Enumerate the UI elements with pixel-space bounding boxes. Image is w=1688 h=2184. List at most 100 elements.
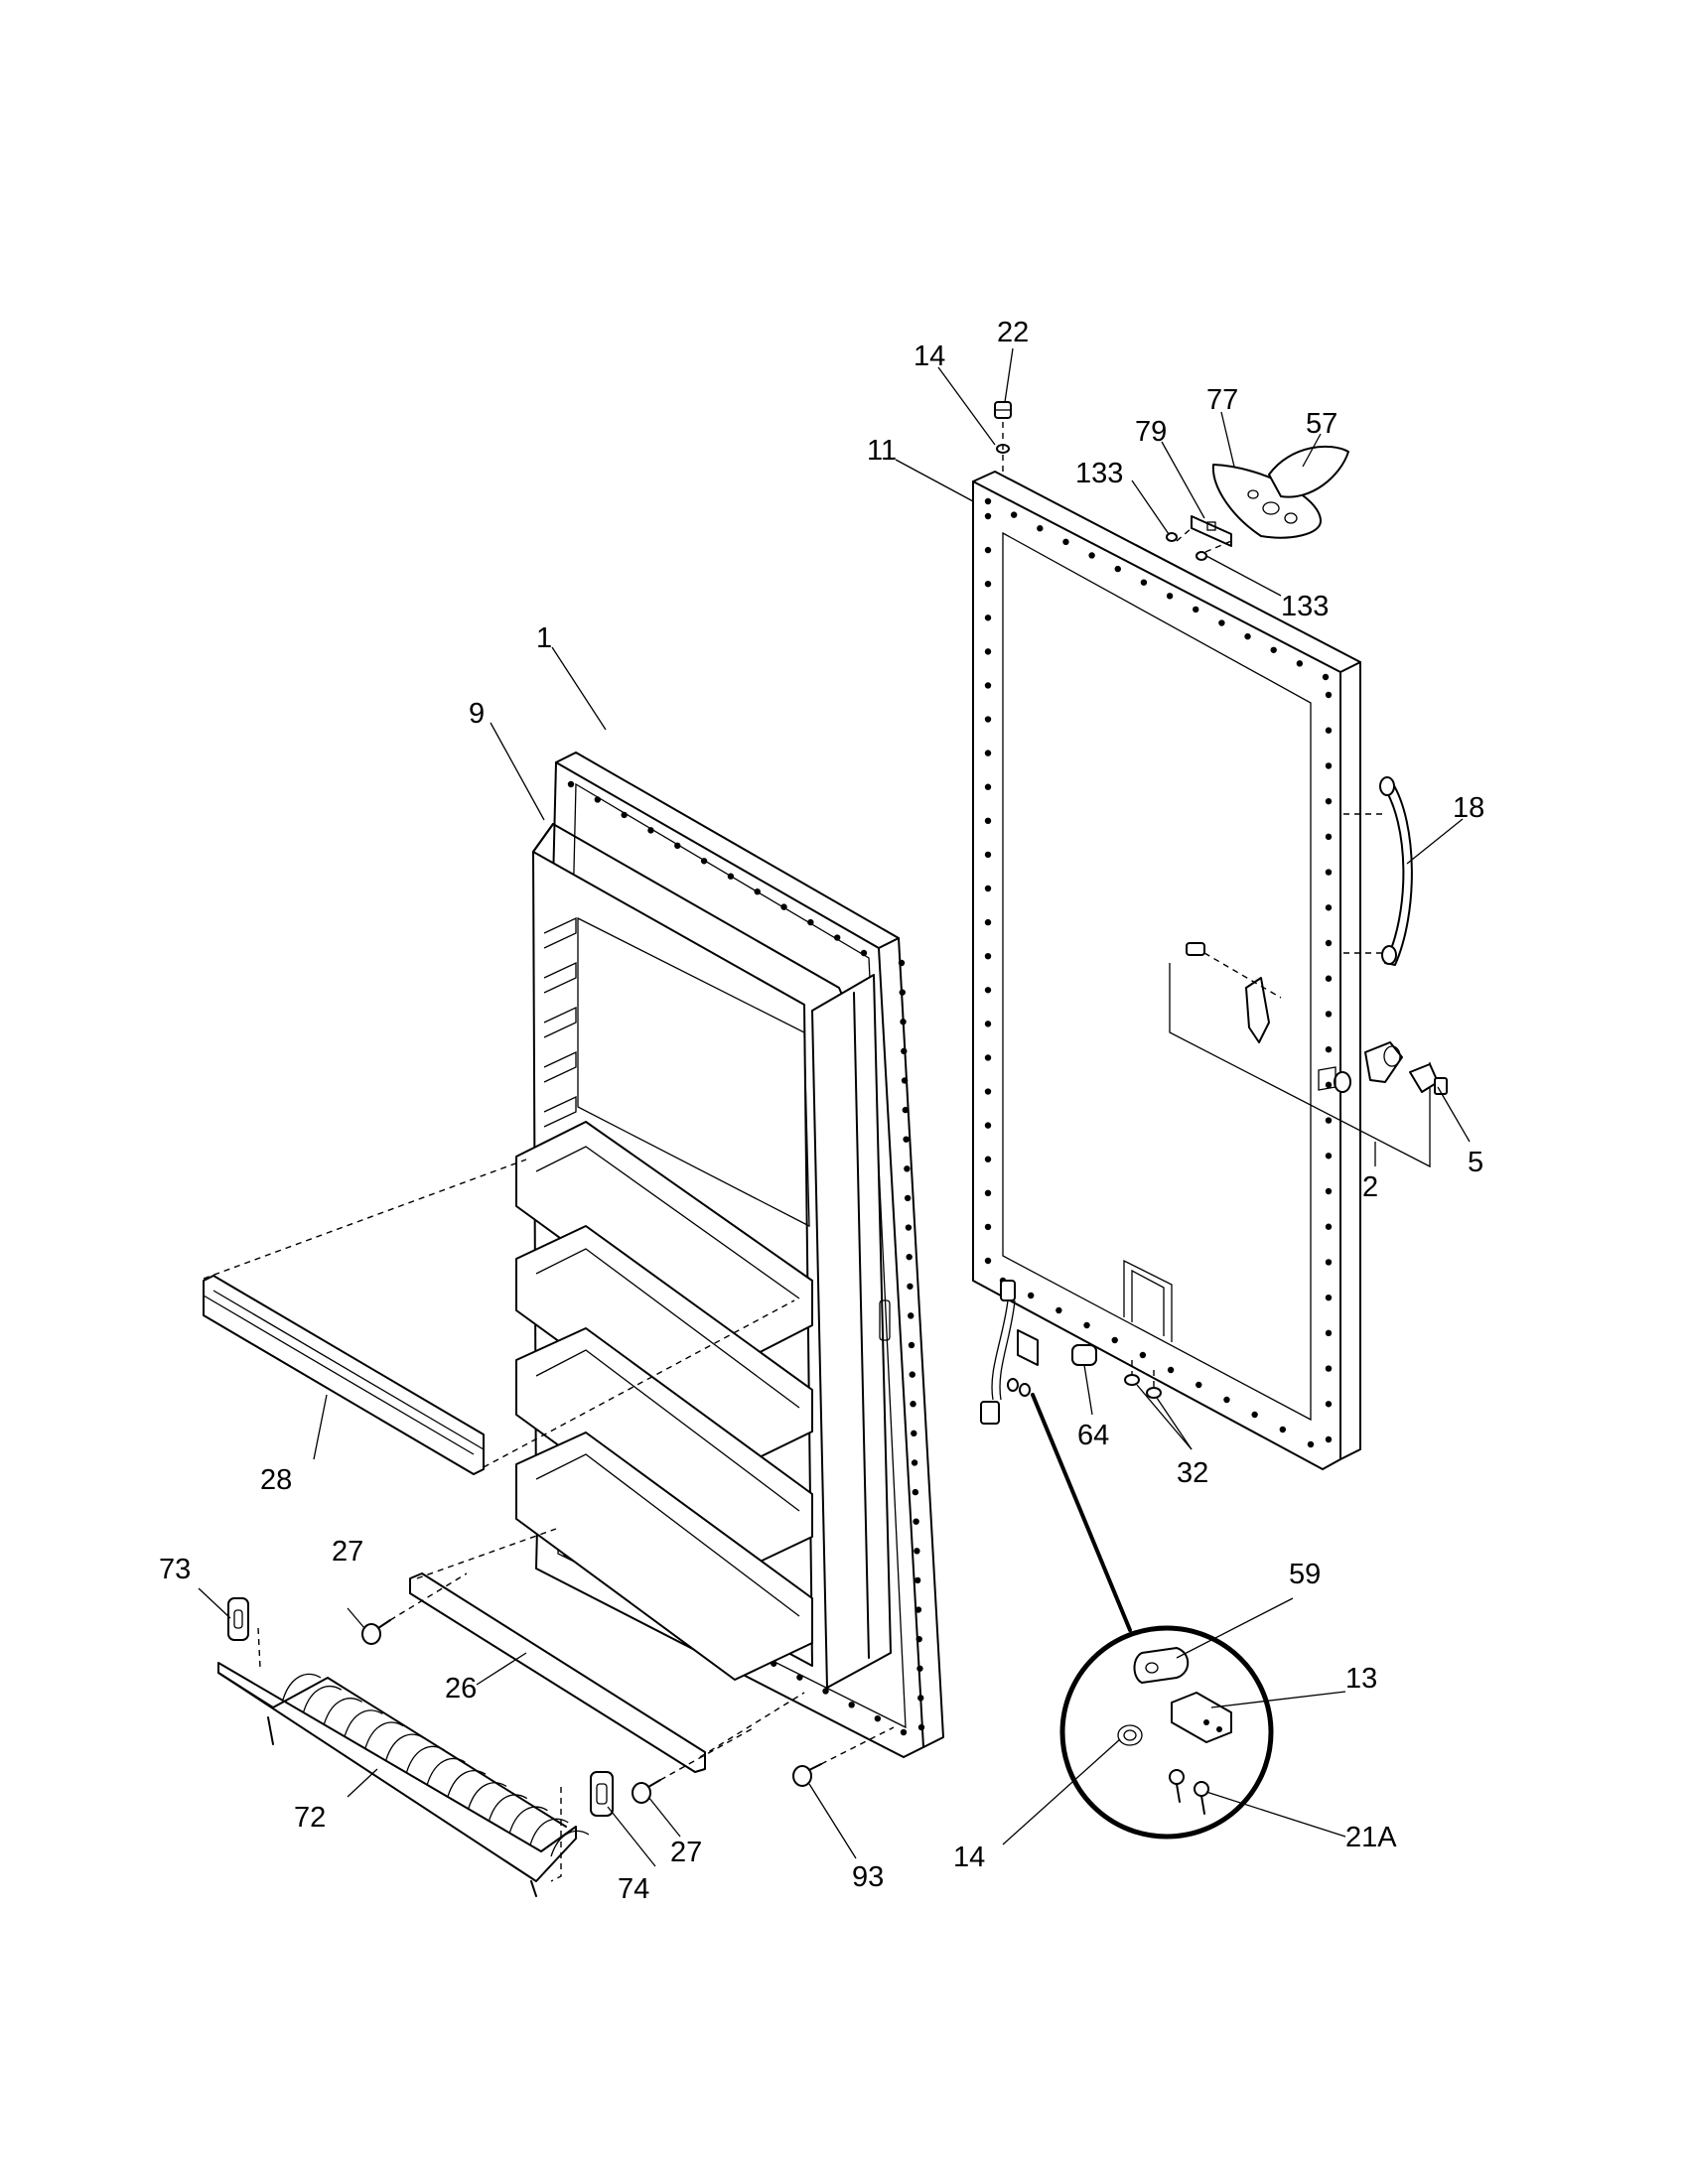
- rivet-dot: [984, 580, 992, 588]
- rivet-dot: [1244, 632, 1251, 640]
- callout-77: 77: [1206, 384, 1238, 416]
- rivet-dot: [1062, 538, 1069, 546]
- door-shelf-bins: [515, 1121, 813, 1681]
- grille-rib: [468, 1782, 507, 1809]
- callout-133-upper: 133: [1075, 458, 1123, 489]
- screws-part-21A: [1169, 1769, 1209, 1815]
- rivet-dot: [984, 648, 992, 655]
- hinge-shim-part-59: [1133, 1647, 1190, 1684]
- rivet-dot: [796, 1674, 803, 1681]
- callout-73: 73: [159, 1554, 191, 1585]
- rivet-dot: [1270, 646, 1277, 653]
- rivet-dot: [1325, 797, 1333, 805]
- rivet-dot: [860, 949, 868, 957]
- rivet-dot: [914, 1576, 921, 1584]
- rivet-dot: [780, 903, 787, 910]
- wire-harness: [980, 1280, 1039, 1425]
- callout-11: 11: [867, 435, 897, 467]
- rivet-dot: [898, 959, 906, 967]
- rivet-dot: [1140, 579, 1148, 586]
- door-bin-4: [515, 1432, 813, 1681]
- rivet-dot: [906, 1253, 913, 1261]
- screw-part-27-upper: [361, 1619, 391, 1645]
- rivet-dot: [1139, 1351, 1147, 1359]
- washer-part-14-detail: [1117, 1724, 1143, 1746]
- rivet-dot: [984, 1189, 992, 1197]
- rivet-dot: [984, 918, 992, 926]
- grille-rib: [529, 1818, 569, 1845]
- rivet-dot: [984, 614, 992, 621]
- grille-rib: [550, 1830, 590, 1857]
- rivet-dot: [1193, 606, 1199, 614]
- rivet-dot: [907, 1283, 914, 1290]
- rivet-dot: [908, 1341, 915, 1349]
- rivet-dot: [1166, 593, 1174, 600]
- rivet-dot: [909, 1371, 915, 1378]
- rivet-dot: [1325, 1011, 1333, 1018]
- callout-57: 57: [1306, 408, 1337, 440]
- rivet-dot: [984, 1054, 992, 1061]
- rivet-dot: [910, 1401, 916, 1408]
- rivet-dot: [874, 1714, 882, 1722]
- clip-part-73: [227, 1597, 249, 1641]
- rivet-dot: [700, 858, 708, 865]
- rivet-dot: [984, 497, 992, 505]
- callout-21A: 21A: [1345, 1822, 1397, 1853]
- outer-door-panel: [972, 471, 1361, 1470]
- rivet-dot: [984, 885, 992, 892]
- rivet-dot: [912, 1488, 919, 1496]
- rivet-dot: [1083, 1321, 1090, 1329]
- rivet-dot: [1027, 1292, 1035, 1299]
- rivet-dot: [1307, 1440, 1315, 1448]
- rivet-dot: [1055, 1306, 1062, 1314]
- rivet-dot: [1325, 1365, 1333, 1372]
- rivet-dot: [1111, 1336, 1118, 1344]
- rivet-dot: [914, 1548, 920, 1555]
- rivet-dot: [1325, 762, 1333, 769]
- grille-rib: [323, 1698, 362, 1724]
- rivet-dot: [822, 1688, 829, 1695]
- rivet-dot: [1196, 1381, 1202, 1389]
- rivet-dot: [984, 1223, 992, 1231]
- rivet-dot: [1325, 1153, 1333, 1160]
- callout-93: 93: [852, 1861, 884, 1893]
- rivet-dot: [1325, 1187, 1333, 1195]
- rivet-dot: [917, 1695, 924, 1702]
- rivet-dot: [984, 1156, 992, 1162]
- rivet-dot: [1088, 552, 1095, 559]
- plug-part-64: [1071, 1344, 1097, 1366]
- rivet-dot: [984, 512, 992, 520]
- rivet-dot: [917, 1723, 925, 1731]
- light-lens-part-57: [1268, 445, 1349, 498]
- rivet-dot: [1251, 1411, 1258, 1419]
- grille-rib: [405, 1745, 445, 1773]
- rivet-dot: [905, 1224, 913, 1231]
- rivet-dot: [754, 887, 761, 895]
- rivet-dot: [807, 918, 814, 926]
- toe-grille-part-72: [217, 1662, 590, 1897]
- rivet-dot: [984, 952, 992, 960]
- top-hinge-pin-part-22: [994, 401, 1012, 419]
- rivet-dot: [904, 1194, 912, 1202]
- rivet-dot: [833, 934, 841, 941]
- rivet-dot: [647, 827, 654, 834]
- rivet-dot: [1325, 1435, 1333, 1443]
- rivet-dot: [1325, 1259, 1333, 1266]
- callout-26: 26: [445, 1673, 477, 1705]
- callout-64: 64: [1077, 1420, 1109, 1451]
- rivet-dot: [1223, 1396, 1230, 1404]
- rivet-dot: [984, 783, 992, 790]
- callout-72: 72: [294, 1802, 326, 1834]
- clip-part-74: [590, 1771, 614, 1817]
- rivet-dot: [1325, 1117, 1333, 1124]
- rivet-dot: [1325, 939, 1333, 947]
- callout-59: 59: [1289, 1559, 1321, 1590]
- callout-14-top: 14: [914, 341, 945, 372]
- callout-2: 2: [1362, 1171, 1378, 1203]
- rivet-dot: [567, 780, 575, 788]
- callout-79: 79: [1135, 416, 1167, 448]
- rivet-dot: [1325, 975, 1333, 982]
- grille-rib: [447, 1770, 487, 1797]
- rivet-dot: [901, 1077, 909, 1084]
